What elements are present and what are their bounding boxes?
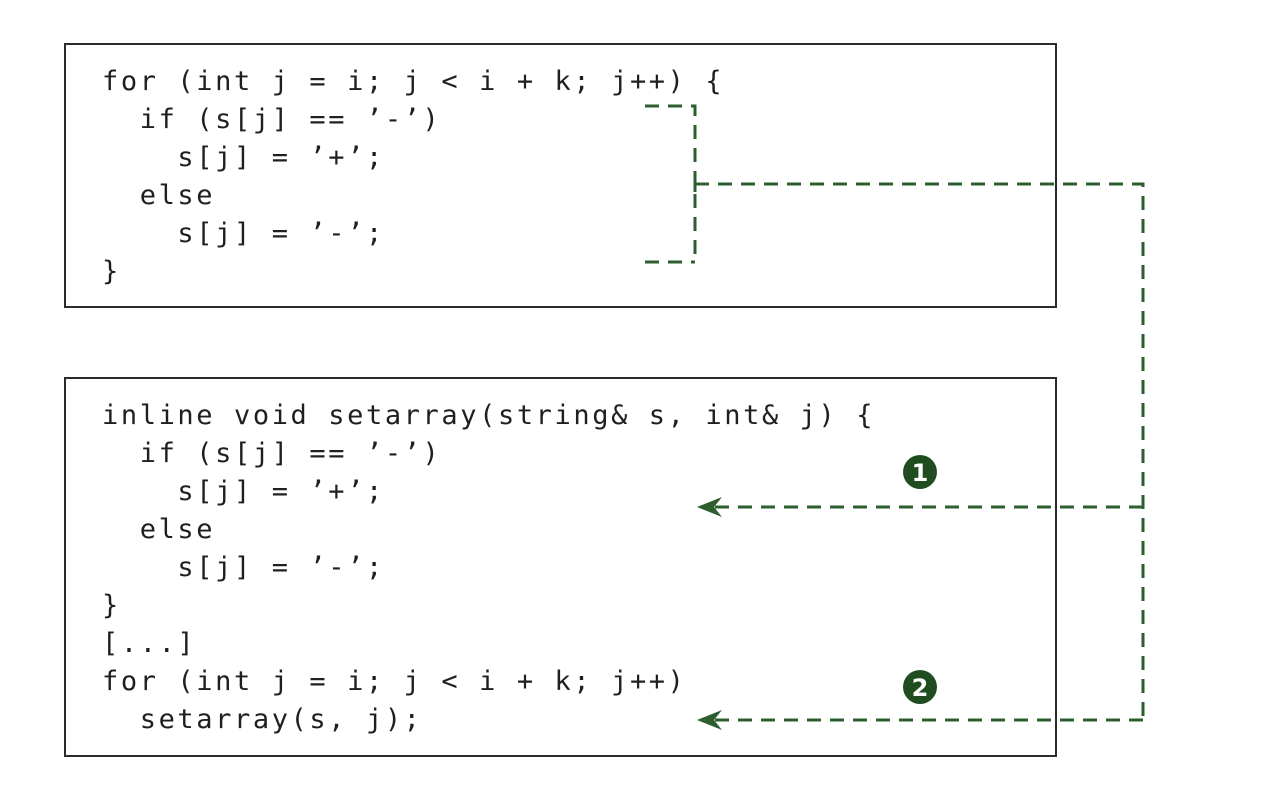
arrow-1-head <box>697 497 722 517</box>
code-line: s[j] = ’+’; <box>102 476 385 507</box>
top-code-box: for (int j = i; j < i + k; j++) { if (s[… <box>64 43 1057 308</box>
code-line: s[j] = ’+’; <box>102 142 385 173</box>
connector-right <box>695 182 1145 720</box>
code-line: for (int j = i; j < i + k; j++) <box>102 666 687 697</box>
bracket-top <box>645 104 697 262</box>
code-line: inline void setarray(string& s, int& j) … <box>102 400 876 431</box>
marker-1: 1 <box>903 455 937 489</box>
marker-2-circle <box>903 670 937 704</box>
code-line: } <box>102 590 121 621</box>
code-line: [...] <box>102 628 197 659</box>
marker-2: 2 <box>903 670 937 704</box>
code-line: for (int j = i; j < i + k; j++) { <box>102 66 725 97</box>
code-line: else <box>102 514 216 545</box>
bottom-code-box: inline void setarray(string& s, int& j) … <box>64 377 1057 757</box>
code-line: setarray(s, j); <box>102 704 423 735</box>
code-line: else <box>102 180 216 211</box>
code-line: if (s[j] == ’-’) <box>102 104 442 135</box>
marker-2-label: 2 <box>912 674 929 702</box>
code-line: s[j] = ’-’; <box>102 218 385 249</box>
arrow-2-head <box>697 710 722 730</box>
marker-1-label: 1 <box>912 459 929 487</box>
code-line: } <box>102 256 121 287</box>
marker-1-circle <box>903 455 937 489</box>
code-line: if (s[j] == ’-’) <box>102 438 442 469</box>
code-line: s[j] = ’-’; <box>102 552 385 583</box>
